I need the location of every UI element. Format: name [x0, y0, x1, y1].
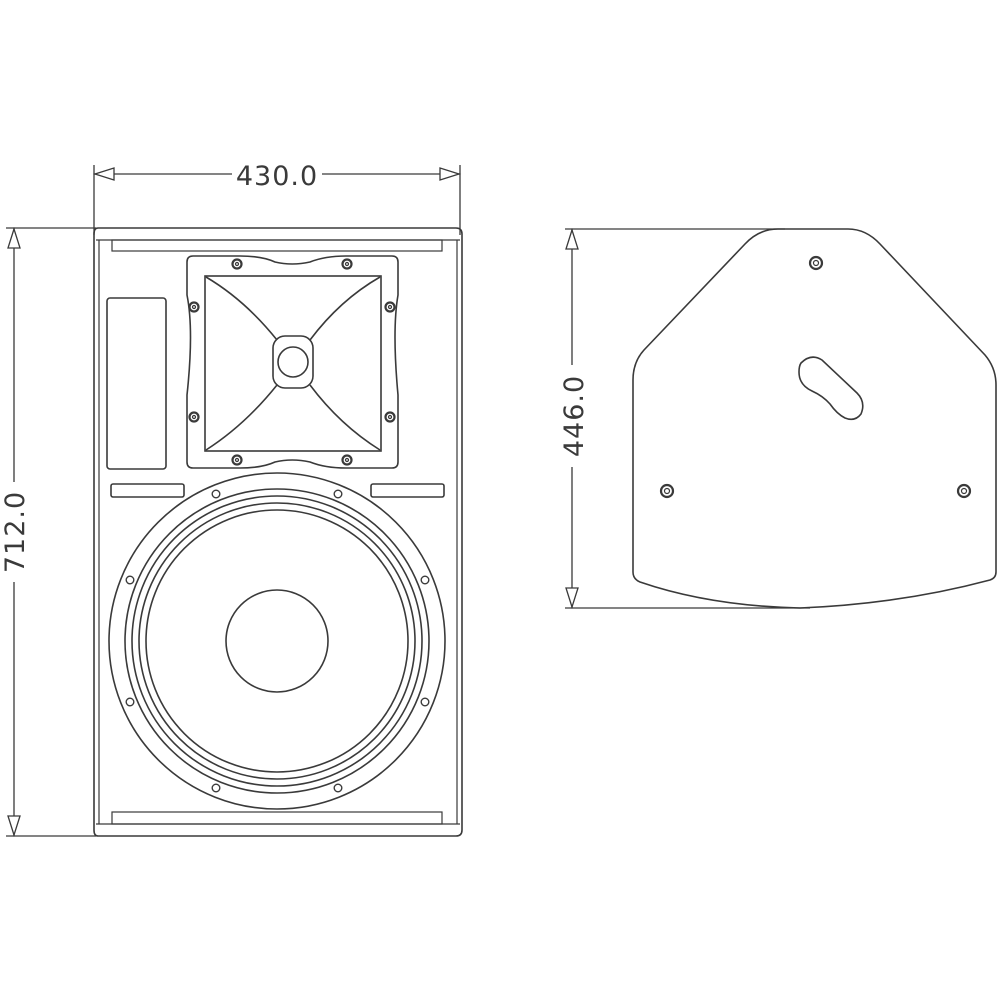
handle-recess — [798, 356, 864, 421]
arrow-right-icon — [439, 167, 462, 181]
dust-cap — [225, 589, 329, 693]
width-label: 430.0 — [236, 161, 318, 192]
throat-circle — [277, 346, 309, 378]
arrow-up-icon — [7, 226, 21, 249]
mounting-points — [659, 255, 972, 499]
arrow-left-icon — [92, 167, 115, 181]
horn-mouth — [204, 275, 382, 452]
side-panel-outline — [632, 228, 997, 609]
vent-slot-right — [370, 483, 445, 498]
height-label: 712.0 — [0, 491, 31, 573]
depth-label: 446.0 — [559, 375, 590, 457]
woofer-assembly — [108, 472, 446, 810]
woofer-surround-outer — [124, 488, 430, 794]
woofer-bolts — [125, 489, 430, 793]
arrow-down-icon — [565, 587, 579, 610]
height-dimension: 712.0 — [0, 226, 96, 838]
woofer-cone-edge — [145, 509, 409, 773]
horn-flange — [186, 255, 399, 469]
compression-driver-throat — [272, 335, 314, 389]
port-slot — [106, 297, 167, 470]
side-view: 446.0 — [559, 227, 997, 610]
top-handle-slot — [111, 239, 443, 252]
bottom-handle-slot — [111, 811, 443, 825]
arrow-down-icon — [7, 815, 21, 838]
arrow-up-icon — [565, 227, 579, 250]
depth-dimension: 446.0 — [559, 227, 810, 610]
vent-slot-left — [110, 483, 185, 498]
width-dimension: 430.0 — [92, 161, 462, 235]
horn-assembly — [186, 255, 399, 469]
horn-bolts — [188, 258, 396, 466]
front-view: 430.0 712.0 — [0, 161, 463, 838]
woofer-basket — [108, 472, 446, 810]
